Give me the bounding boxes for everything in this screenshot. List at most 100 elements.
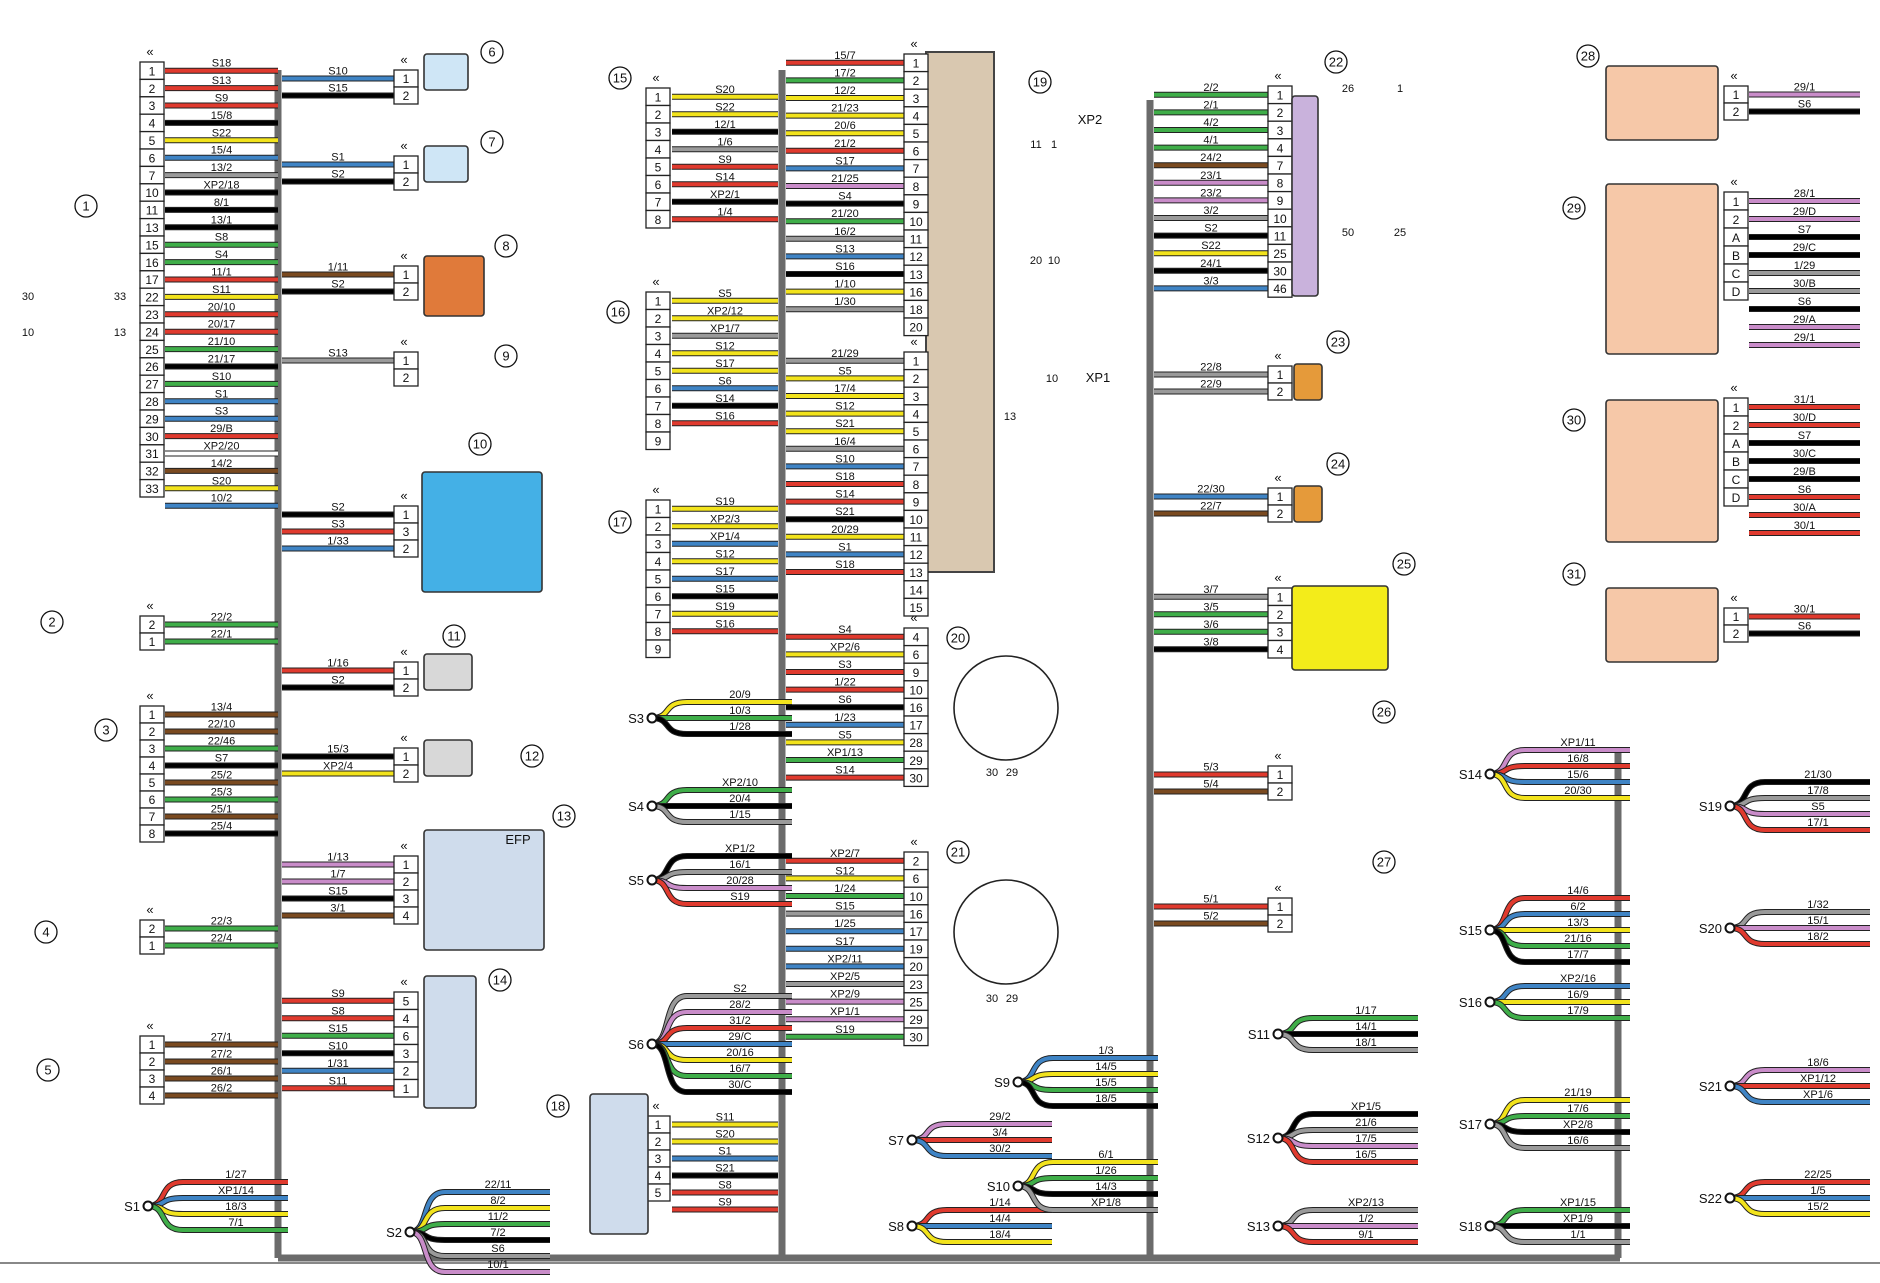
component-16[interactable]: 16 [606,300,630,324]
wire-label: 4/2 [1203,117,1218,129]
component-24[interactable]: 24 [1326,452,1350,476]
component-11[interactable]: 11 [442,624,466,648]
connector-arrow-icon: « [1730,590,1737,605]
lamp-12-body [423,739,473,777]
splice-node[interactable] [1724,1192,1736,1204]
wire-label: S1 [215,388,228,400]
pin-cell [1267,504,1293,523]
component-9[interactable]: 9 [494,344,518,368]
component-25[interactable]: 25 [1392,552,1416,576]
component-15[interactable]: 15 [608,66,632,90]
component-27[interactable]: 27 [1372,850,1396,874]
splice-wire-label: 16/8 [1567,753,1588,765]
splice-node[interactable] [646,874,658,886]
pin-number: 4 [149,1089,156,1103]
xp2-pin-number: 1 [1051,139,1057,151]
wire-label: 1/25 [834,918,855,930]
splice-wire[interactable] [651,878,792,906]
splice-wire[interactable] [409,1230,550,1274]
splice-node[interactable] [1724,800,1736,812]
splice-node[interactable] [646,712,658,724]
splice-wire-label: XP1/5 [1351,1101,1381,1113]
component-21[interactable]: 21 [946,840,970,864]
wire-label: S3 [331,519,344,531]
component-20[interactable]: 20 [946,626,970,650]
splice-node[interactable] [906,1220,918,1232]
component-10[interactable]: 10 [468,432,492,456]
splice-node[interactable] [1724,922,1736,934]
pin-number: 2 [913,372,920,386]
connector-arrow-icon: « [910,610,917,625]
pin-number: 1 [149,708,156,722]
component-19[interactable]: 19 [1028,70,1052,94]
splice-wire[interactable] [1729,804,1870,832]
pin-number: 31 [145,447,159,461]
splice-wire[interactable] [1489,1122,1630,1150]
component-23[interactable]: 23 [1326,330,1350,354]
splice-node[interactable] [1724,1080,1736,1092]
splice-wire[interactable] [1489,772,1630,800]
splice-node[interactable] [1484,996,1496,1008]
pin-number: 4 [403,909,410,923]
splice-node[interactable] [906,1134,918,1146]
component-6[interactable]: 6 [480,40,504,64]
component-22[interactable]: 22 [1324,50,1348,74]
component-13[interactable]: 13 [552,804,576,828]
splice-node[interactable] [142,1200,154,1212]
splice-node[interactable] [404,1226,416,1238]
wire-label: 1/11 [328,262,349,274]
component-7[interactable]: 7 [480,130,504,154]
component-badge [36,1058,60,1082]
splice-wire-label: 1/27 [225,1169,246,1181]
component-29[interactable]: 29 [1562,196,1586,220]
component-26[interactable]: 26 [1372,700,1396,724]
component-5[interactable]: 5 [36,1058,60,1082]
splice-wire-label: 1/26 [1095,1165,1116,1177]
component-8[interactable]: 8 [494,234,518,258]
pin-number: 1 [1277,490,1284,504]
switch-11-body [423,653,473,691]
component-14[interactable]: 14 [488,968,512,992]
splice-wire[interactable] [1017,1080,1158,1108]
splice-node[interactable] [646,1038,658,1050]
pin-number: D [1732,491,1741,505]
component-18[interactable]: 18 [546,1094,570,1118]
splice-node[interactable] [1272,1028,1284,1040]
wire-label: S21 [835,506,855,518]
splice-wire[interactable] [1489,928,1630,964]
splice-wire[interactable] [1277,1136,1418,1164]
splice-node[interactable] [1484,1118,1496,1130]
component-badge [606,300,630,324]
component-3[interactable]: 3 [94,718,118,742]
splice-wire[interactable] [1017,1184,1158,1212]
splice-name: S11 [1248,1027,1270,1042]
splice-wire[interactable] [147,1204,288,1232]
component-31[interactable]: 31 [1562,562,1586,586]
component-28[interactable]: 28 [1576,44,1600,68]
splice-node[interactable] [1012,1076,1024,1088]
splice-node[interactable] [646,800,658,812]
splice-node[interactable] [1272,1220,1284,1232]
splice-node[interactable] [1484,1220,1496,1232]
splice-node[interactable] [1484,924,1496,936]
splice-wire[interactable] [651,1042,792,1094]
splice-node[interactable] [1272,1132,1284,1144]
sensor-24-body [1293,485,1323,523]
component-number: 24 [1331,457,1345,472]
component-2[interactable]: 2 [40,610,64,634]
splice-wire-label: 9/1 [1358,1229,1373,1241]
component-17[interactable]: 17 [608,510,632,534]
pin-number: 27 [145,378,159,392]
wire-label: XP2/6 [830,641,860,653]
splice-node[interactable] [1012,1180,1024,1192]
component-4[interactable]: 4 [34,920,58,944]
wire-label: 23/1 [1200,170,1221,182]
component-12[interactable]: 12 [520,744,544,768]
pin-number: 20 [909,960,923,974]
component-30[interactable]: 30 [1562,408,1586,432]
component-1[interactable]: 1 [74,194,98,218]
wire-label: S4 [215,249,228,261]
splice-node[interactable] [1484,768,1496,780]
